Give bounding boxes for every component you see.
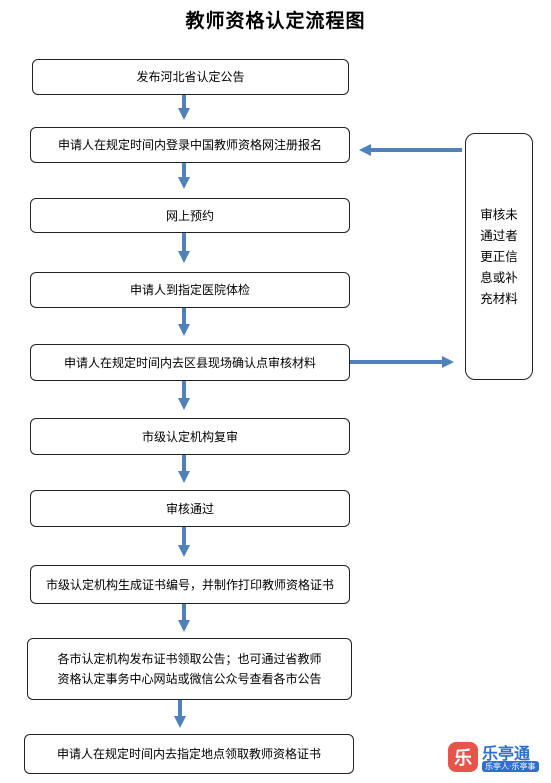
step-4-box: 申请人到指定医院体检 xyxy=(30,272,350,308)
step-5-label: 申请人在规定时间内去区县现场确认点审核材料 xyxy=(63,355,316,370)
watermark-logo: 乐 乐亭通 乐亭人·乐亭事 xyxy=(448,740,548,780)
step-6-label: 市级认定机构复审 xyxy=(141,429,238,444)
logo-icon: 乐 xyxy=(448,742,478,772)
step-10-label: 申请人在规定时间内去指定地点领取教师资格证书 xyxy=(56,747,321,761)
step-7-box: 审核通过 xyxy=(30,490,350,527)
step-7-label: 审核通过 xyxy=(165,501,214,516)
step-9-box: 各市认定机构发布证书领取公告；也可通过省教师资格认定事务中心网站或微信公众号查看… xyxy=(27,638,352,700)
step-4-label: 申请人到指定医院体检 xyxy=(129,283,250,297)
step-10-box: 申请人在规定时间内去指定地点领取教师资格证书 xyxy=(24,734,354,774)
step-8-label: 市级认定机构生成证书编号，并制作打印教师资格证书 xyxy=(45,577,334,592)
step-3-label: 网上预约 xyxy=(165,208,214,223)
step-3-box: 网上预约 xyxy=(30,198,350,233)
logo-subtitle: 乐亭人·乐亭事 xyxy=(482,761,539,772)
rejected-note-box: 审核未通过者更正信息或补充材料 xyxy=(465,133,533,380)
step-8-box: 市级认定机构生成证书编号，并制作打印教师资格证书 xyxy=(30,565,350,604)
step-9-label: 各市认定机构发布证书领取公告；也可通过省教师资格认定事务中心网站或微信公众号查看… xyxy=(57,652,322,686)
step-1-label: 发布河北省认定公告 xyxy=(136,70,245,84)
step-2-label: 申请人在规定时间内登录中国教师资格网注册报名 xyxy=(57,138,322,152)
step-1-box: 发布河北省认定公告 xyxy=(32,59,349,95)
step-2-box: 申请人在规定时间内登录中国教师资格网注册报名 xyxy=(30,127,350,163)
step-6-box: 市级认定机构复审 xyxy=(30,418,350,455)
logo-name: 乐亭通 xyxy=(482,744,531,763)
page-title: 教师资格认定流程图 xyxy=(185,10,366,32)
rejected-note-label: 审核未通过者更正信息或补充材料 xyxy=(480,207,518,306)
down-arrows xyxy=(174,95,190,728)
step-5-box: 申请人在规定时间内去区县现场确认点审核材料 xyxy=(30,344,350,381)
